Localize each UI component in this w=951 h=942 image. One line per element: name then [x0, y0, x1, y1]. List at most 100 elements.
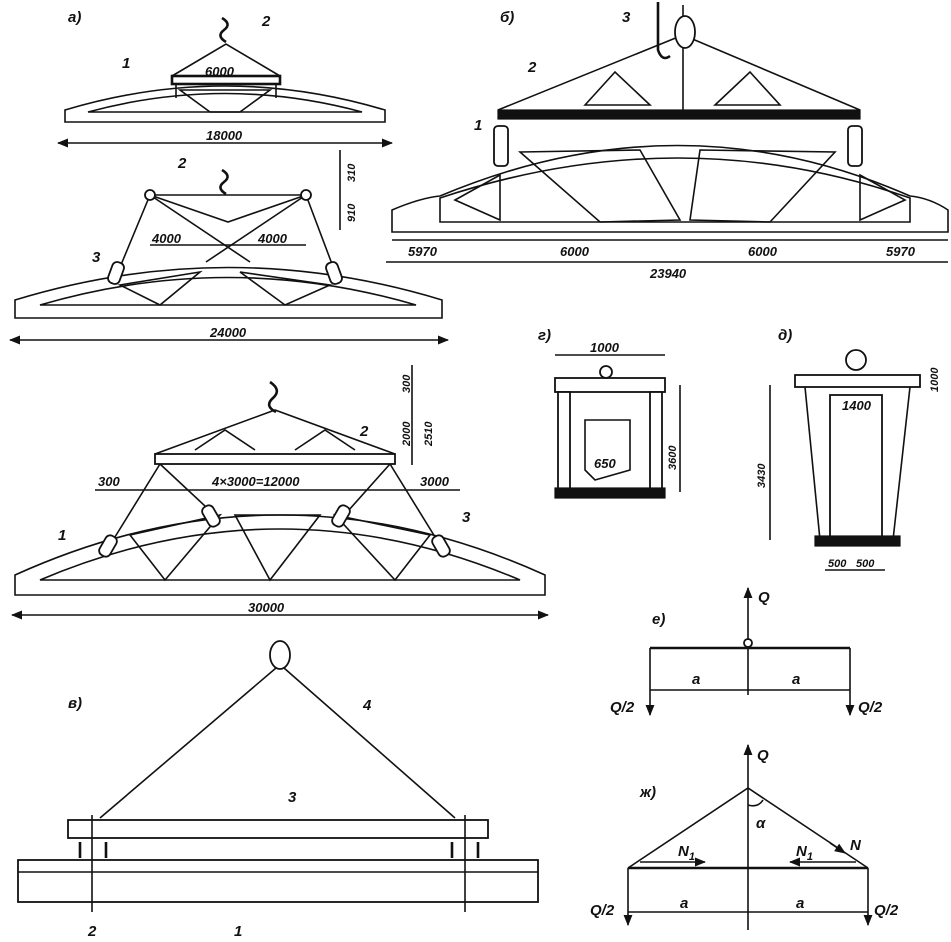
traverse-beam: [497, 109, 861, 120]
traverse-12000: [154, 453, 396, 465]
tag-2-lower: 2: [177, 155, 187, 172]
tag-1: 1: [122, 55, 130, 72]
tag-3-c: 3: [462, 509, 471, 526]
lifting-ring-icon: [269, 640, 291, 670]
panel-e-letter: е): [652, 611, 665, 628]
zh-angle-arc: [747, 799, 764, 807]
dim-300-left: 300: [98, 474, 120, 489]
dim-500-right: 500: [856, 558, 875, 570]
dim-2000: 2000: [401, 421, 413, 447]
dim-500-left: 500: [828, 558, 847, 570]
panel-zh: ж) Q α N N1 N1 Q/2 Q/2 a a: [590, 743, 899, 930]
dim-2510: 2510: [423, 421, 435, 447]
hook-icon-4: [267, 380, 279, 414]
d-ring-icon: [845, 349, 867, 371]
panel-v-letter: в): [68, 695, 82, 712]
zh-angle: α: [756, 815, 766, 832]
dim-6000-left: 6000: [560, 244, 590, 259]
traverse-6000-slings: [171, 43, 281, 77]
e-a1: a: [692, 671, 700, 688]
grip-2: [201, 504, 221, 528]
hook-icon-2: [219, 168, 229, 196]
g-left-post: [557, 391, 571, 493]
zh-q: Q: [757, 747, 769, 764]
dim-3000-right: 3000: [420, 474, 450, 489]
panel-d: д) 3430 1400 1000 500 500: [756, 327, 941, 571]
sling-grip-left: [107, 261, 125, 285]
hook-block-icon: [674, 15, 696, 49]
g-ring-icon: [599, 365, 613, 379]
zh-right: Q/2: [874, 902, 899, 919]
gripper-left: [493, 125, 509, 167]
traverse-24000-v: [149, 194, 307, 223]
panel-b: б) 3 2 1 5970 6000 6000 5970 23940: [386, 2, 949, 281]
d-bottom: [814, 535, 901, 547]
panel-a-letter: а): [68, 9, 81, 26]
panel-c: 2 3 1 4×3000=12000 300 3000 300 2000 251…: [10, 365, 550, 620]
tag-3-b: 3: [622, 9, 631, 26]
dim-1000-g: 1000: [590, 340, 620, 355]
traverse-6000: [170, 74, 282, 86]
panel-a-upper: а) 6000 2 1 18000: [56, 9, 394, 148]
tag-2-c: 2: [359, 423, 369, 440]
tag-1-b: 1: [474, 117, 482, 134]
truss-23940-outline: [391, 144, 949, 233]
dim-5970-left: 5970: [408, 244, 438, 259]
hook-icon-3: [656, 2, 671, 60]
panel-d-letter: д): [778, 327, 792, 344]
e-left: Q/2: [610, 699, 635, 716]
truss-30000-outline: [14, 514, 546, 596]
g-top-beam: [554, 377, 666, 393]
dim-910: 910: [346, 203, 358, 222]
d-top-beam: [794, 374, 921, 388]
traverse-top-chord: [497, 34, 861, 111]
tag-1-c: 1: [58, 527, 66, 544]
panel-zh-letter: ж): [639, 784, 656, 801]
panel-e: е) Q Q/2 Q/2 a a: [610, 586, 883, 717]
truss-24000-web: [117, 270, 333, 306]
dim-23940: 23940: [649, 266, 687, 281]
dim-310: 310: [346, 163, 358, 182]
g-right-post: [649, 391, 663, 493]
traverse-web: [583, 70, 782, 106]
dim-4000-left: 4000: [151, 231, 182, 246]
d-rod-left: [804, 386, 821, 541]
node-right: [300, 189, 312, 201]
grip-3: [331, 504, 351, 528]
traverse-beam-v: [67, 819, 489, 839]
truss-18000-outline: [64, 85, 386, 123]
dim-12000: 4×3000=12000: [211, 474, 300, 489]
panel-g-letter: г): [538, 327, 551, 344]
clamps: [78, 842, 480, 858]
zh-a1: a: [680, 895, 688, 912]
e-ring-icon: [743, 638, 753, 648]
sling-left: [99, 667, 277, 819]
sling-grip-right: [325, 261, 343, 285]
g-load: [584, 419, 631, 481]
dim-6000: 6000: [205, 64, 235, 79]
panel-b-letter: б): [500, 9, 514, 26]
grip-1: [98, 534, 118, 558]
truss-18000-web: [177, 89, 273, 113]
truss-23940-web: [453, 149, 907, 223]
dim-650: 650: [594, 456, 616, 471]
g-bottom-beam: [554, 487, 666, 499]
dim-5970-right: 5970: [886, 244, 916, 259]
node-left: [144, 189, 156, 201]
e-right: Q/2: [858, 699, 883, 716]
tag-2-v: 2: [87, 923, 97, 940]
dim-1000-d: 1000: [929, 367, 941, 392]
tag-2: 2: [261, 13, 271, 30]
truss-23940-chord: [439, 157, 911, 223]
hook-icon: [219, 16, 229, 44]
traverse-12000-web: [194, 429, 356, 451]
truss-24000-chord: [39, 276, 417, 306]
dim-30000: 30000: [248, 600, 285, 615]
d-column: [829, 394, 883, 541]
tag-3-v: 3: [288, 789, 297, 806]
tag-2-b: 2: [527, 59, 537, 76]
zh-n: N: [850, 837, 862, 854]
traverse-12000-slings: [109, 463, 441, 546]
e-q: Q: [758, 589, 770, 606]
truss-24000-outline: [14, 266, 443, 319]
